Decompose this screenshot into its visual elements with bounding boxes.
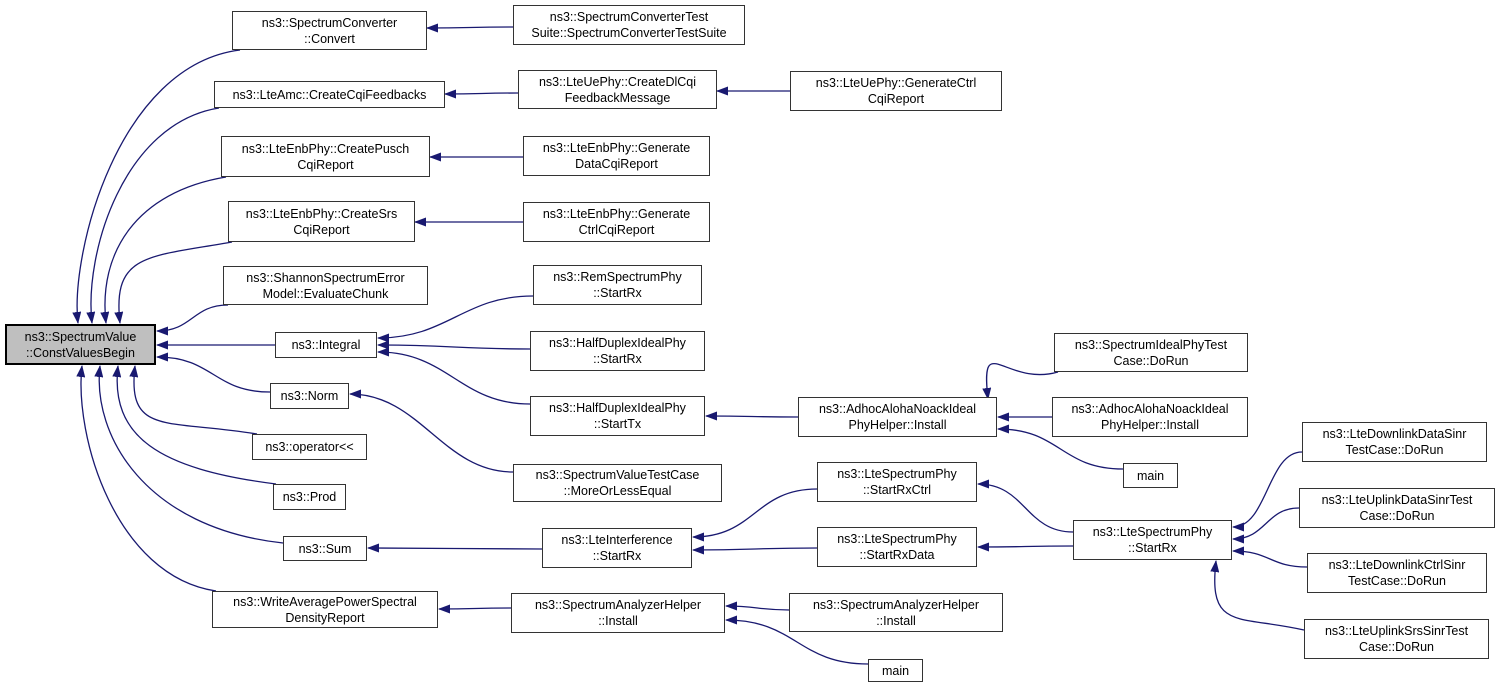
node-dldata[interactable]: ns3::LteDownlinkDataSinr TestCase::DoRun <box>1302 422 1487 462</box>
node-dlctrl[interactable]: ns3::LteDownlinkCtrlSinr TestCase::DoRun <box>1307 553 1487 593</box>
node-remstartrx[interactable]: ns3::RemSpectrumPhy ::StartRx <box>533 265 702 305</box>
edge-norm-to-center <box>156 352 271 393</box>
edge-spechelper2-to-spechelper1 <box>725 601 790 611</box>
node-startrxctrl[interactable]: ns3::LteSpectrumPhy ::StartRxCtrl <box>817 462 977 502</box>
node-spechelper2[interactable]: ns3::SpectrumAnalyzerHelper ::Install <box>789 593 1003 632</box>
node-norm[interactable]: ns3::Norm <box>270 383 349 409</box>
edge-writeavg-to-center <box>76 365 217 592</box>
node-createsrs[interactable]: ns3::LteEnbPhy::CreateSrs CqiReport <box>228 201 415 242</box>
node-gendatacqi[interactable]: ns3::LteEnbPhy::Generate DataCqiReport <box>523 136 710 176</box>
edge-main1-to-adhochelper1 <box>997 424 1124 470</box>
node-spechelper1[interactable]: ns3::SpectrumAnalyzerHelper ::Install <box>511 593 725 633</box>
node-lteinterf[interactable]: ns3::LteInterference ::StartRx <box>542 528 692 568</box>
node-uldata[interactable]: ns3::LteUplinkDataSinrTest Case::DoRun <box>1299 488 1495 528</box>
edge-operator-to-center <box>129 365 258 435</box>
node-sum[interactable]: ns3::Sum <box>283 536 367 561</box>
edge-sum-to-center <box>94 365 284 544</box>
node-shannon[interactable]: ns3::ShannonSpectrumError Model::Evaluat… <box>223 266 428 305</box>
edge-hdstartrx-to-integral <box>377 340 531 350</box>
edge-createdlcqi-to-createcqifb <box>444 89 519 99</box>
node-createdlcqi[interactable]: ns3::LteUePhy::CreateDlCqi FeedbackMessa… <box>518 70 717 109</box>
node-createpusch[interactable]: ns3::LteEnbPhy::CreatePusch CqiReport <box>221 136 430 177</box>
edge-dlctrl-to-ltestartrx <box>1232 546 1308 568</box>
edge-createcqifb-to-center <box>86 107 220 324</box>
node-convert[interactable]: ns3::SpectrumConverter ::Convert <box>232 11 427 50</box>
node-prod[interactable]: ns3::Prod <box>273 484 346 510</box>
node-integral[interactable]: ns3::Integral <box>275 332 377 358</box>
edge-convert-to-center <box>72 49 241 324</box>
edge-uldata-to-ltestartrx <box>1232 507 1300 544</box>
node-writeavg[interactable]: ns3::WriteAveragePowerSpectral DensityRe… <box>212 591 438 628</box>
edge-ltestartrx-to-startrxctrl <box>977 479 1074 533</box>
node-adhochelper2[interactable]: ns3::AdhocAlohaNoackIdeal PhyHelper::Ins… <box>1052 397 1248 437</box>
edge-lteinterf-to-sum <box>367 543 543 553</box>
edge-adhochelper1-to-hdstarttx <box>705 411 799 421</box>
node-genctrlcqi_ue[interactable]: ns3::LteUePhy::GenerateCtrl CqiReport <box>790 71 1002 111</box>
edge-ltestartrx-to-startrxdata <box>977 542 1074 552</box>
edge-hdstarttx-to-integral <box>377 347 531 405</box>
node-createcqifb[interactable]: ns3::LteAmc::CreateCqiFeedbacks <box>214 81 445 108</box>
edge-shannon-to-center <box>156 304 229 336</box>
node-ltestartrx[interactable]: ns3::LteSpectrumPhy ::StartRx <box>1073 520 1232 560</box>
edge-createsrs-to-center <box>114 241 233 324</box>
edge-prod-to-center <box>112 365 277 485</box>
edge-remstartrx-to-integral <box>377 295 534 343</box>
node-hdstartrx[interactable]: ns3::HalfDuplexIdealPhy ::StartRx <box>530 331 705 371</box>
node-convtestsuite[interactable]: ns3::SpectrumConverterTest Suite::Spectr… <box>513 5 745 45</box>
edge-createpusch-to-center <box>100 176 227 324</box>
edge-spechelper1-to-writeavg <box>438 604 512 614</box>
node-main1[interactable]: main <box>1123 463 1178 488</box>
edge-dldata-to-ltestartrx <box>1232 451 1303 532</box>
node-main2[interactable]: main <box>868 659 923 682</box>
edge-main2-to-spechelper1 <box>725 615 869 665</box>
node-idealtest[interactable]: ns3::SpectrumIdealPhyTest Case::DoRun <box>1054 333 1248 372</box>
edge-convtestsuite-to-convert <box>426 23 514 33</box>
edge-startrxctrl-to-lteinterf <box>692 488 818 542</box>
edge-ulsrs-to-ltestartrx <box>1210 560 1305 631</box>
node-operator[interactable]: ns3::operator<< <box>252 434 367 460</box>
node-genctrlcqi_enb[interactable]: ns3::LteEnbPhy::Generate CtrlCqiReport <box>523 202 710 242</box>
node-moreorless[interactable]: ns3::SpectrumValueTestCase ::MoreOrLessE… <box>513 464 722 502</box>
node-center: ns3::SpectrumValue ::ConstValuesBegin <box>5 324 156 365</box>
node-startrxdata[interactable]: ns3::LteSpectrumPhy ::StartRxData <box>817 527 977 567</box>
node-ulsrs[interactable]: ns3::LteUplinkSrsSinrTest Case::DoRun <box>1304 619 1489 659</box>
edge-idealtest-to-adhochelper1 <box>982 363 1059 400</box>
edge-moreorless-to-norm <box>349 389 514 473</box>
node-adhochelper1[interactable]: ns3::AdhocAlohaNoackIdeal PhyHelper::Ins… <box>798 397 997 437</box>
node-hdstarttx[interactable]: ns3::HalfDuplexIdealPhy ::StartTx <box>530 396 705 436</box>
edge-startrxdata-to-lteinterf <box>692 545 818 555</box>
